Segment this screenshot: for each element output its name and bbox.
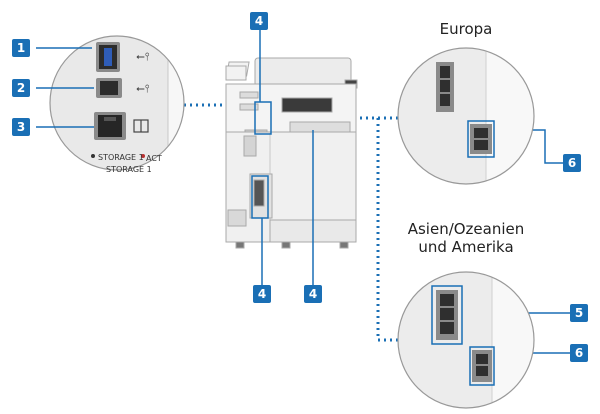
callout-asia-lower: 6: [570, 344, 588, 362]
callout-usb-b: 2: [12, 79, 30, 97]
callout-side-top: 4: [250, 12, 268, 30]
leader-asia: [376, 118, 398, 342]
callout-asia-upper: 5: [570, 304, 588, 322]
callout-usb-a: 1: [12, 39, 30, 57]
storage-label: STORAGE 1: [98, 153, 144, 162]
act-label: ACT: [146, 154, 162, 163]
europe-zoom: [398, 48, 534, 184]
port-panel-zoom: ⭠⫯ ⭠⫯: [50, 36, 184, 170]
region-asia-label-line1: Asien/Ozeanien: [407, 220, 525, 238]
svg-text:⭠⫯: ⭠⫯: [136, 82, 150, 95]
printer: [225, 57, 358, 249]
region-asia-label-line2: und Amerika: [418, 238, 514, 256]
callout-bottom-right: 4: [304, 285, 322, 303]
region-europe-label: Europa: [439, 20, 493, 38]
asia-zoom: [398, 272, 534, 408]
callout-side-bottom: 4: [253, 285, 271, 303]
callout-lan: 3: [12, 118, 30, 136]
svg-text:⭠⫯: ⭠⫯: [136, 50, 150, 63]
storage-label-2: STORAGE 1: [106, 165, 152, 174]
callout-europe: 6: [563, 154, 581, 172]
